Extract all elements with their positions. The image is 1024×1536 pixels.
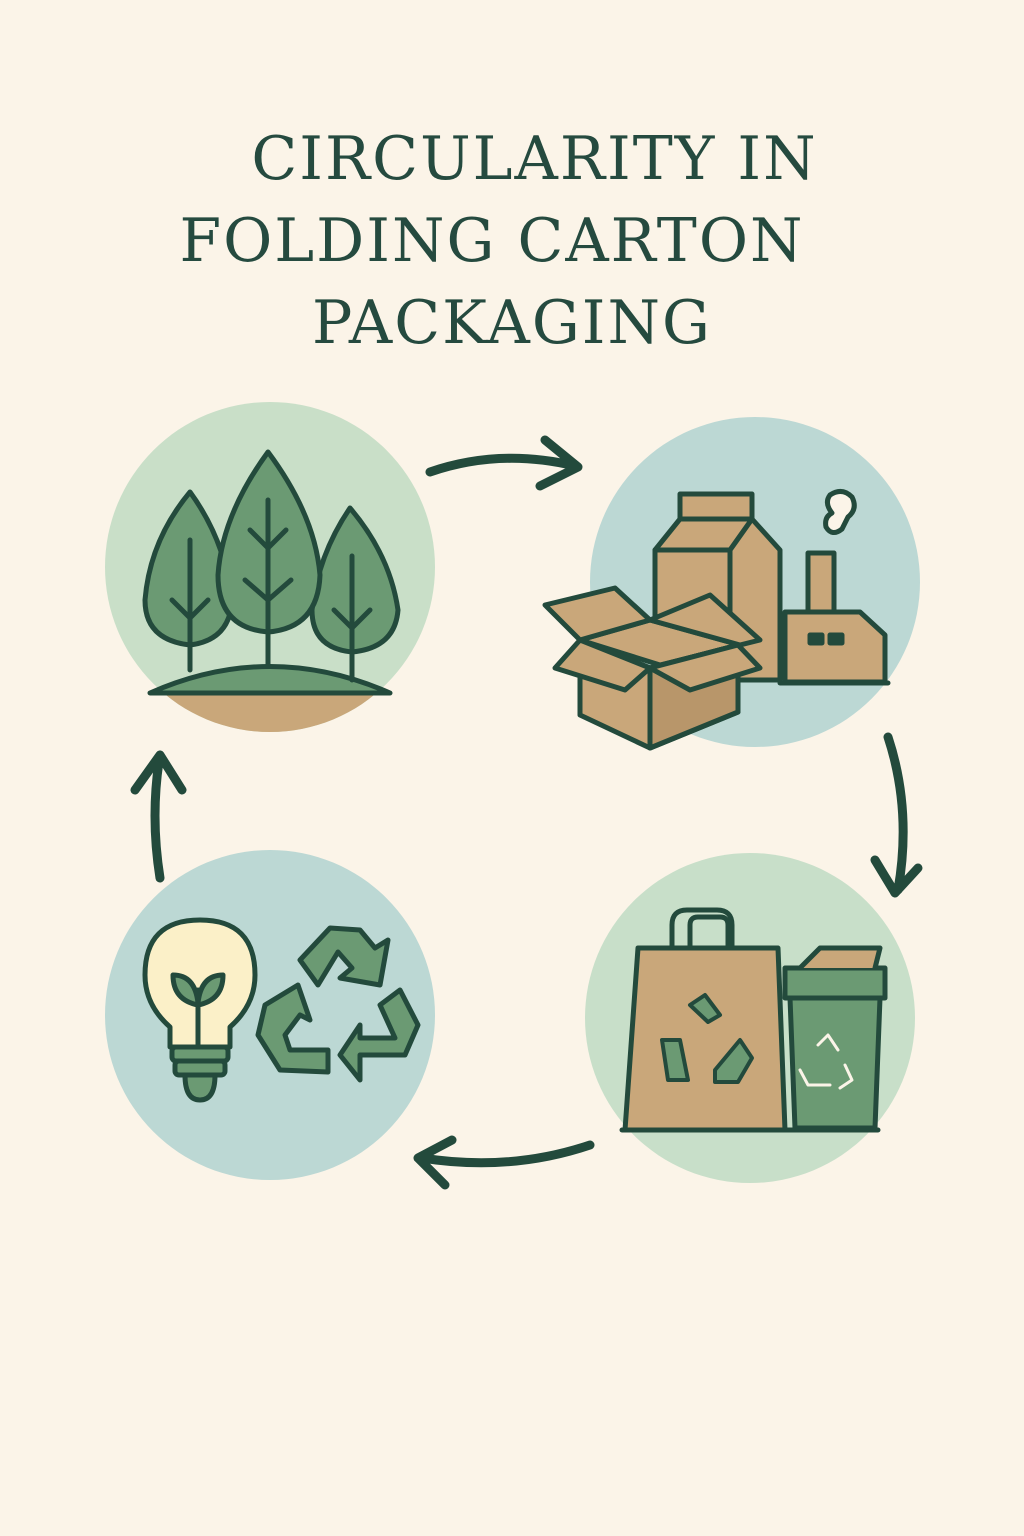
recycle-symbol-bag xyxy=(660,993,754,1084)
arrow-right-icon xyxy=(425,435,583,491)
carton-factory-icon xyxy=(542,417,920,751)
forest-icon xyxy=(105,402,435,732)
recycle-symbol-bin xyxy=(798,1033,854,1090)
arrow-up-icon xyxy=(130,750,187,883)
page-title: CIRCULARITY IN FOLDING CARTON PACKAGING xyxy=(0,118,1024,364)
cycle-arrows xyxy=(130,435,923,1190)
idea-recycle-icon xyxy=(105,850,435,1180)
recycle-bag-bin-icon xyxy=(585,853,915,1183)
title-line-2: FOLDING CARTON xyxy=(179,206,805,276)
title-line-3: PACKAGING xyxy=(312,288,712,358)
arrow-down-icon xyxy=(870,732,923,898)
title-line-1: CIRCULARITY IN xyxy=(251,124,818,194)
arrow-left-icon xyxy=(413,1135,595,1190)
